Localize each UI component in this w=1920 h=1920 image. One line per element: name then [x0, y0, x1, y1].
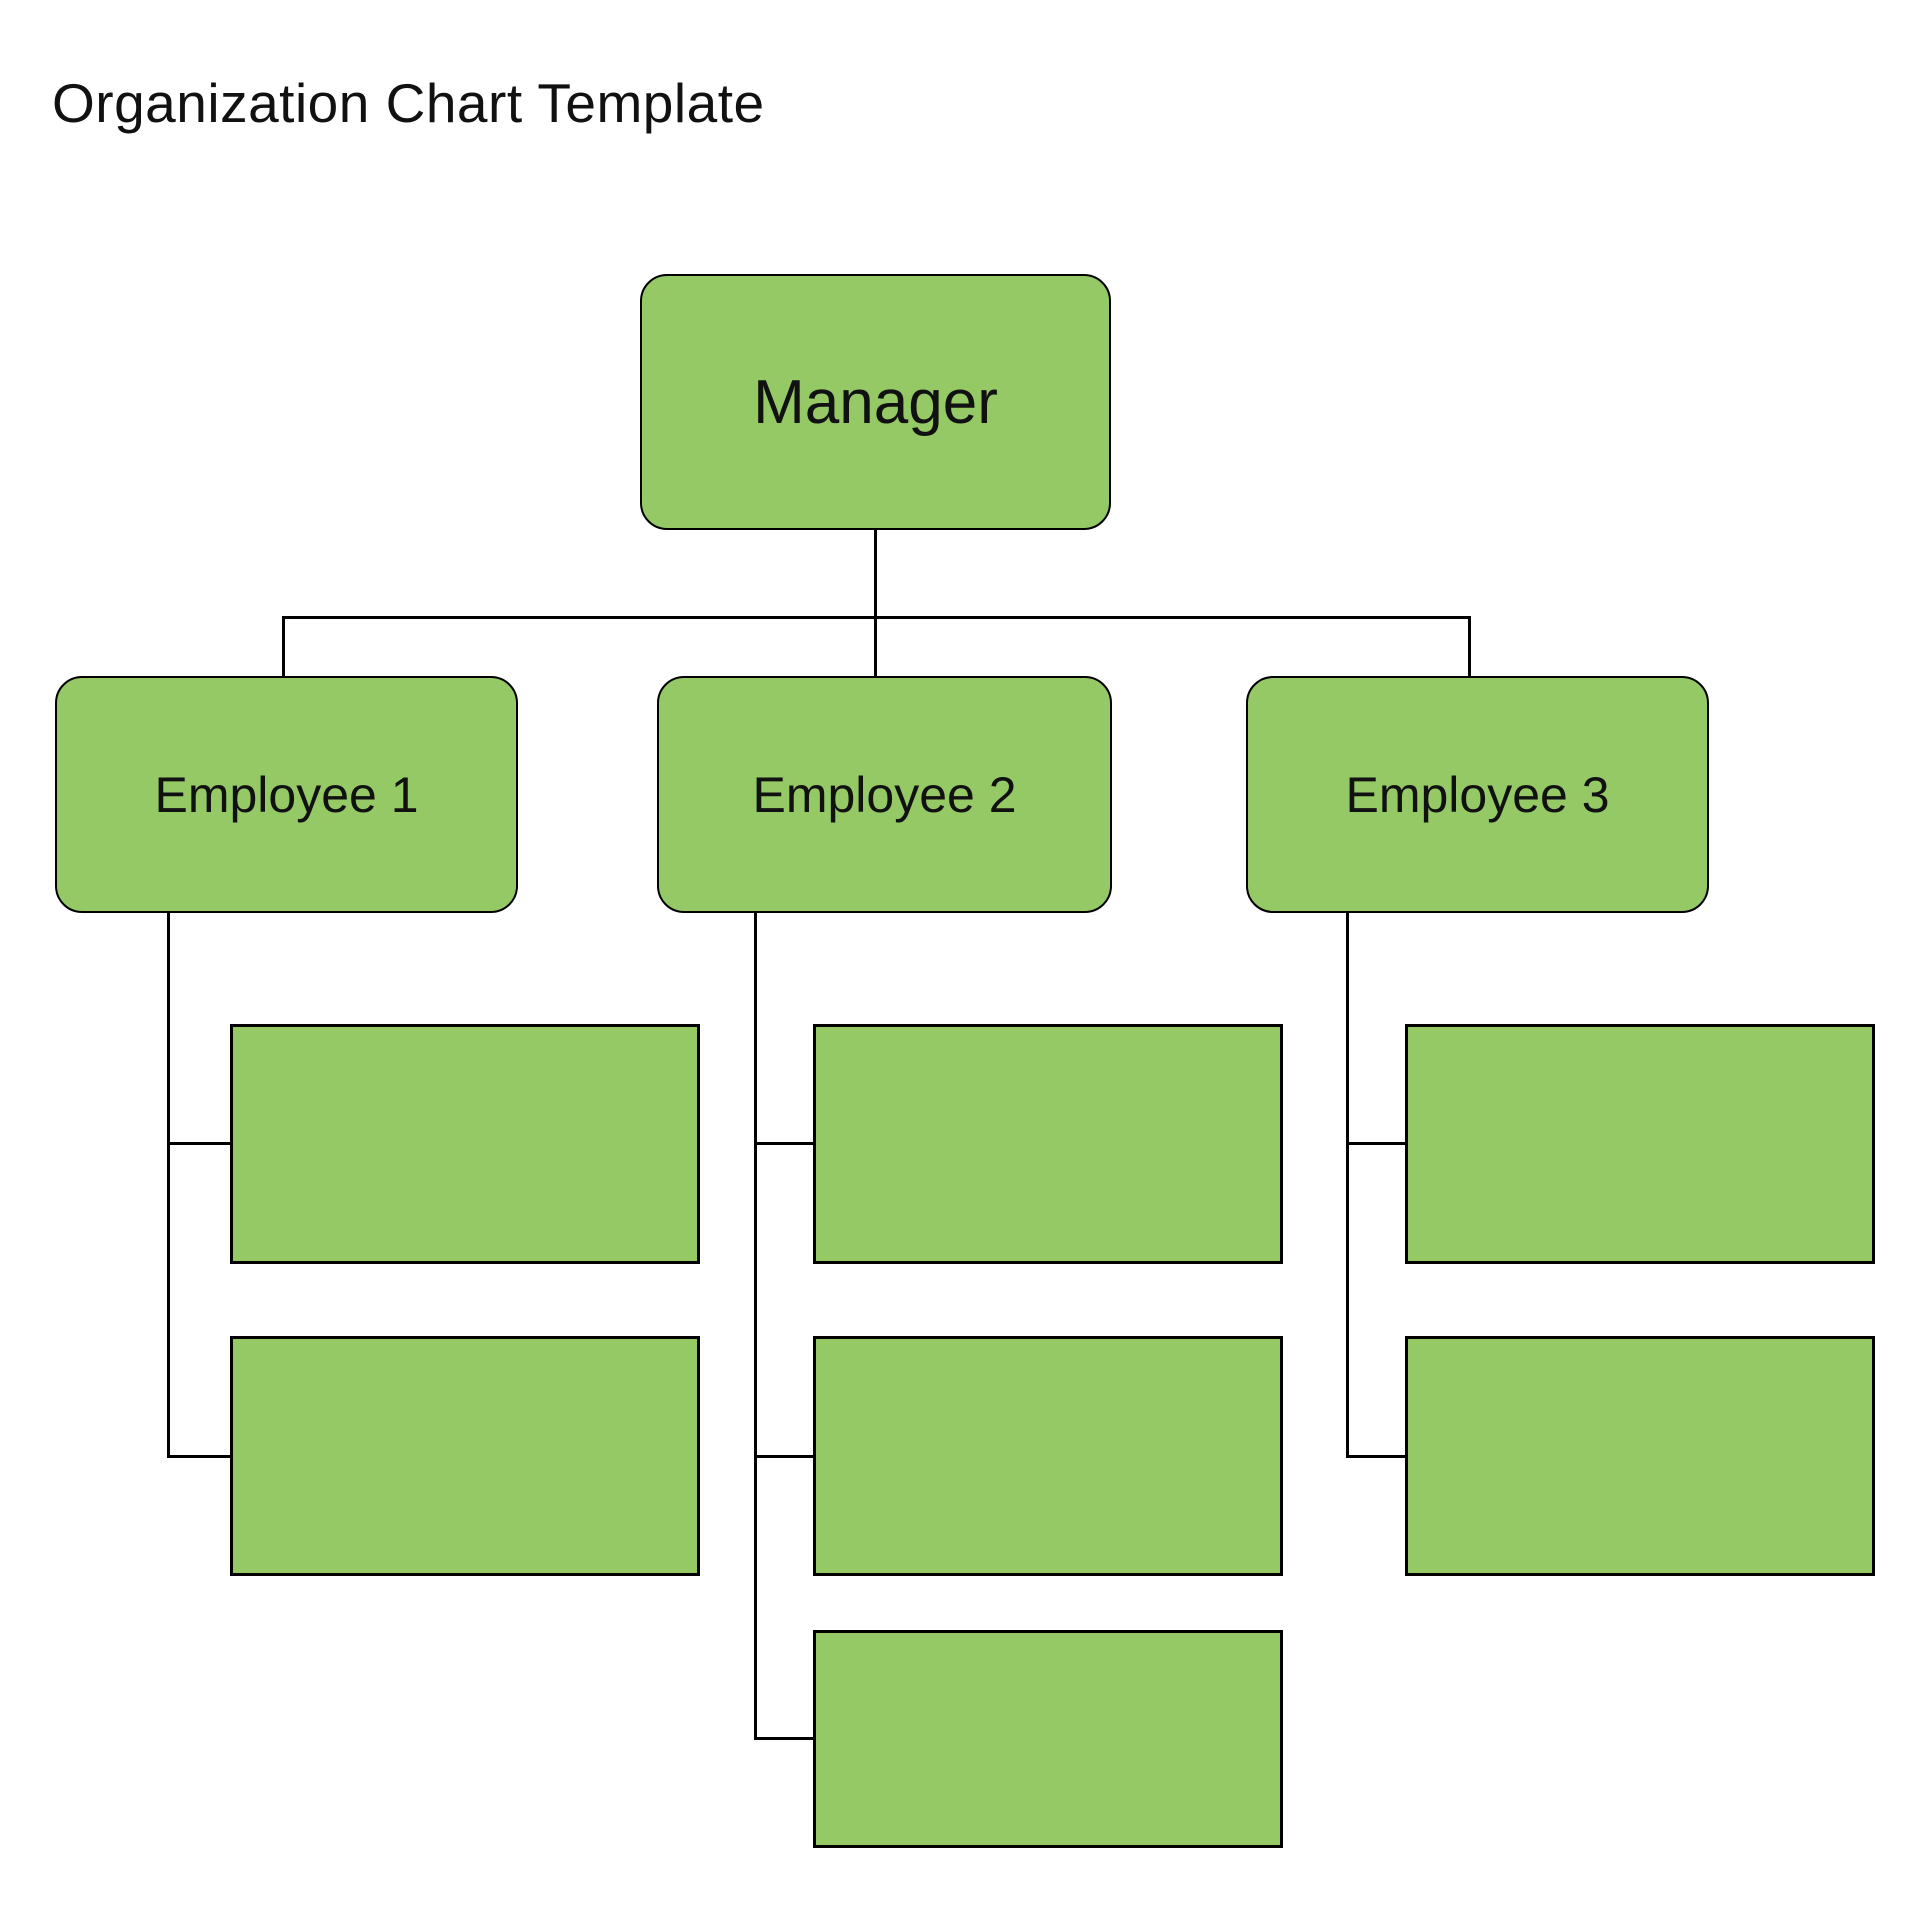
connector-trunk-employee-1: [167, 911, 170, 1458]
connector-manager-drop: [874, 530, 877, 678]
node-employee-3: Employee 3: [1246, 676, 1709, 913]
node-employee-3-label: Employee 3: [1345, 766, 1610, 823]
node-employee-1: Employee 1: [55, 676, 518, 913]
connector-stub-emp2-slot3: [754, 1737, 813, 1740]
connector-horizontal-bus: [282, 616, 1471, 619]
connector-stub-emp2-slot1: [754, 1142, 813, 1145]
connector-drop-employee-1: [282, 616, 285, 678]
subordinate-slot-emp1-1: [230, 1024, 700, 1264]
connector-stub-emp3-slot2: [1346, 1455, 1405, 1458]
connector-trunk-employee-3: [1346, 911, 1349, 1458]
subordinate-slot-emp2-3: [813, 1630, 1283, 1848]
node-employee-2: Employee 2: [657, 676, 1112, 913]
connector-drop-employee-3: [1468, 616, 1471, 678]
connector-stub-emp1-slot2: [167, 1455, 230, 1458]
node-manager: Manager: [640, 274, 1111, 530]
connector-stub-emp3-slot1: [1346, 1142, 1405, 1145]
subordinate-slot-emp3-1: [1405, 1024, 1875, 1264]
subordinate-slot-emp1-2: [230, 1336, 700, 1576]
node-manager-label: Manager: [753, 367, 998, 437]
subordinate-slot-emp2-1: [813, 1024, 1283, 1264]
connector-stub-emp2-slot2: [754, 1455, 813, 1458]
connector-trunk-employee-2: [754, 911, 757, 1740]
node-employee-1-label: Employee 1: [154, 766, 419, 823]
connector-stub-emp1-slot1: [167, 1142, 230, 1145]
subordinate-slot-emp2-2: [813, 1336, 1283, 1576]
node-employee-2-label: Employee 2: [752, 766, 1017, 823]
page-title: Organization Chart Template: [52, 72, 765, 134]
subordinate-slot-emp3-2: [1405, 1336, 1875, 1576]
